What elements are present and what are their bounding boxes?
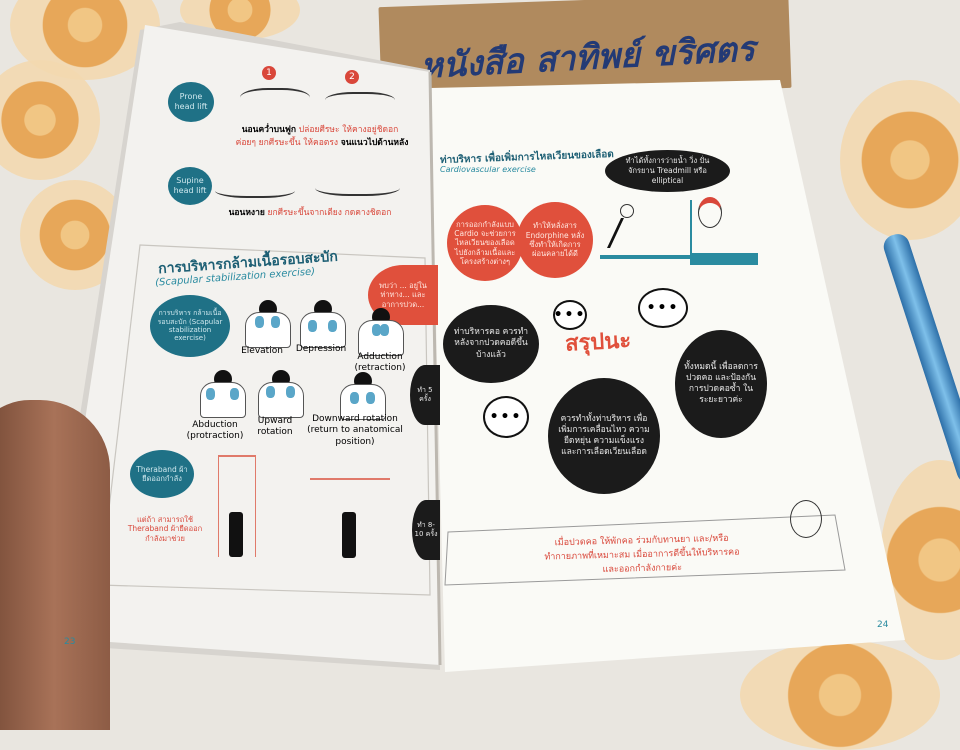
supine-instruction: นอนหงาย ยกศีรษะขึ้นจากเตียง กดคางชิดอก <box>205 208 415 219</box>
endorphine-red-circle: ทำให้หลั่งสาร Endorphine หลั่ง ซึ่งทำให้… <box>517 202 593 278</box>
ellipsis-bubble: ••• <box>483 396 529 438</box>
tablecloth-flower <box>840 80 960 240</box>
side-bubble-reps: ทำ 8-10 ครั้ง <box>412 500 440 560</box>
tablecloth-flower <box>0 60 100 180</box>
resting-person-illustration <box>790 500 822 538</box>
depression-figure <box>300 300 346 348</box>
text-red: ค่อยๆ ยกศีรษะขึ้น ให้คอตรง <box>235 138 339 148</box>
label-adduction: Adduction (retraction) <box>354 352 406 374</box>
neck-exercise-bubble: ท่าบริหารคอ ควรทำหลังจากปวดคอดีขึ้นบ้างแ… <box>443 305 539 383</box>
cardio-red-circle: การออกกำลังแบบ Cardio จะช่วยการไหลเวียนข… <box>447 205 523 281</box>
label-depression: Depression <box>295 344 347 354</box>
label-abduction: Abduction (protraction) <box>186 420 244 442</box>
supine-figure-1 <box>215 180 295 198</box>
treadmill-runner-illustration <box>600 200 692 259</box>
upward-rotation-figure <box>258 370 304 418</box>
scapular-frame <box>99 244 431 596</box>
text-black: จนแนวไปด้านหลัง <box>340 138 409 148</box>
supine-head-lift-bubble: Supine head lift <box>168 167 212 205</box>
label-upward-rotation: Upward rotation <box>257 416 293 438</box>
prevention-bubble: ทั้งหมดนี้ เพื่อลดการปวดคอ และป้องกัน กา… <box>675 330 767 438</box>
prone-figure-1 <box>240 88 310 112</box>
downward-rotation-figure <box>340 372 386 420</box>
page-number-right: 24 <box>877 620 889 630</box>
text-black: นอนคว่ำบนฟูก <box>241 125 297 135</box>
text-red: ปล่อยศีรษะ ให้คางอยู่ชิดอก <box>298 125 399 135</box>
text-black: นอนหงาย <box>228 208 265 218</box>
theraband-figure-2 <box>310 478 390 560</box>
elevation-figure <box>245 300 291 348</box>
ellipsis-bubble: ••• <box>638 288 688 328</box>
step-1-badge: 1 <box>262 66 276 80</box>
cardio-subtitle: Cardiovascular exercise <box>440 165 536 174</box>
adduction-figure <box>358 308 404 356</box>
abduction-figure <box>200 370 246 418</box>
ellipsis-bubble: ••• <box>553 300 587 330</box>
theraband-figure-1 <box>218 455 256 557</box>
theraband-note: แต่ถ้า สามารถใช้ Theraband ผ้ายืดออกกำลั… <box>127 515 203 543</box>
step-2-badge: 2 <box>345 70 359 84</box>
text-red: ยกศีรษะขึ้นจากเตียง กดคางชิดอก <box>267 208 392 218</box>
page-number-left: 23 <box>64 637 76 647</box>
side-bubble-reps: ทำ 5 ครั้ง <box>410 365 440 425</box>
activity-bubble: ทำได้ทั้งการว่ายน้ำ วิ่ง ปั่นจักรยาน Tre… <box>605 150 730 192</box>
exercise-summary-bubble: ควรทำทั้งท่าบริหาร เพื่อเพิ่มการเคลื่อนไ… <box>548 378 660 494</box>
supine-figure-2 <box>315 176 400 196</box>
label-elevation: Elevation <box>241 346 283 356</box>
advice-box-frame <box>444 514 846 586</box>
scapular-bubble: การบริหาร กล้ามเนื้อรอบสะบัก (Scapular s… <box>150 295 230 357</box>
theraband-bubble: Theraband ผ้ายืดออกกำลัง <box>130 450 194 498</box>
scapular-red-note: พบว่า ... อยู่ในท่าทาง... และอาการปวด... <box>368 265 438 325</box>
label-downward-rotation: Downward rotation (return to anatomical … <box>307 414 403 447</box>
prone-figure-2 <box>325 92 395 112</box>
swimmer-illustration <box>690 195 758 265</box>
hand <box>0 400 110 730</box>
prone-instruction-1: นอนคว่ำบนฟูก ปล่อยศีรษะ ให้คางอยู่ชิดอก <box>225 125 415 136</box>
prone-head-lift-bubble: Prone head lift <box>168 82 214 122</box>
prone-instruction-2: ค่อยๆ ยกศีรษะขึ้น ให้คอตรง จนแนวไปด้านหล… <box>222 138 422 149</box>
